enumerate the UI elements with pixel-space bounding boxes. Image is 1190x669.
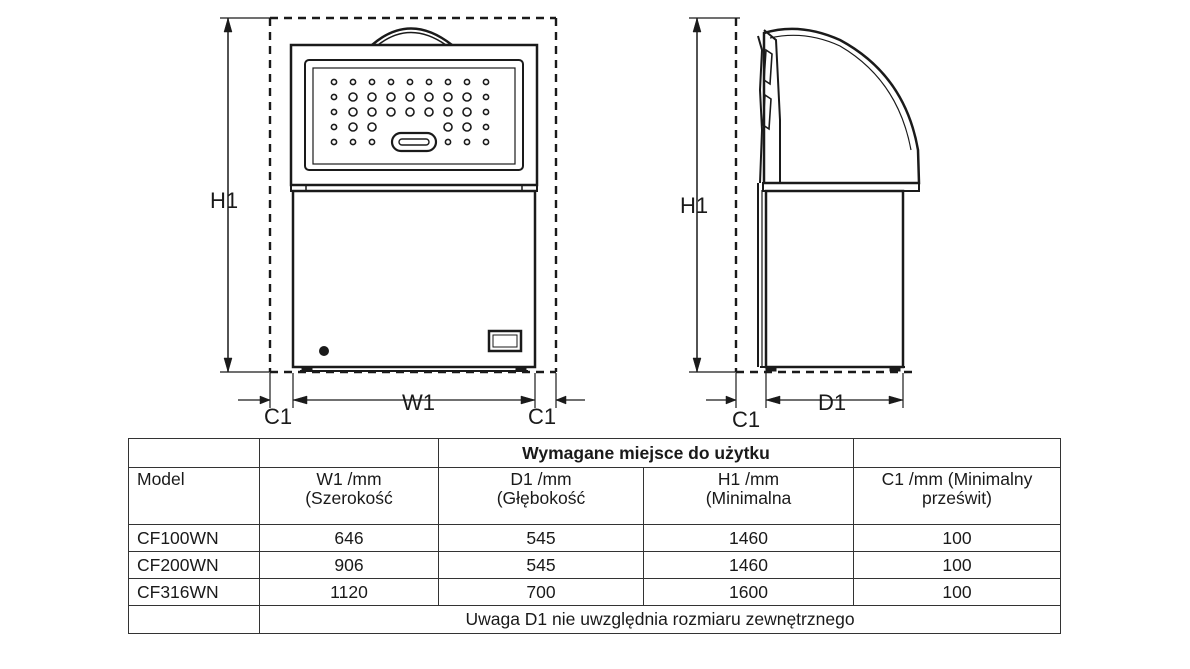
header-h1: H1 /mm(Minimalna [643, 467, 854, 525]
lid-dot [424, 92, 434, 102]
header-c1: C1 /mm (Minimalny prześwit) [853, 467, 1061, 525]
lid-dot [386, 92, 396, 102]
side-h1-label: H1 [680, 193, 708, 218]
header-model: Model [128, 467, 260, 525]
lid-dot [367, 107, 377, 117]
lid-dot [368, 78, 376, 86]
front-c1-right-label: C1 [528, 404, 556, 429]
cell-h1: 1600 [643, 578, 854, 606]
table-header-row: Model W1 /mm(Szerokość D1 /mm(Głębokość … [128, 467, 1061, 525]
lid-dot [462, 92, 472, 102]
lid-dot [443, 92, 453, 102]
lid-dot [424, 107, 434, 117]
header-w1: W1 /mm(Szerokość [259, 467, 439, 525]
table-title-spacer-right [853, 438, 1061, 468]
cell-w1: 646 [259, 524, 439, 552]
lid-dot [368, 138, 376, 146]
lid-dot [330, 78, 338, 86]
table-note: Uwaga D1 nie uwzględnia rozmiaru zewnętr… [259, 605, 1061, 634]
lid-dot [463, 138, 471, 146]
front-h1-label: H1 [210, 188, 238, 213]
indicator-light [319, 346, 329, 356]
lid-dot [482, 78, 490, 86]
open-lid [762, 27, 921, 185]
table-title-spacer [259, 438, 439, 468]
lid-dot [330, 108, 338, 116]
space-requirements-table: Wymagane miejsce do użytku Model W1 /mm(… [128, 438, 1061, 634]
cell-d1: 545 [438, 524, 644, 552]
header-d1: D1 /mm(Głębokość [438, 467, 644, 525]
front-view [220, 16, 585, 408]
cell-h1: 1460 [643, 524, 854, 552]
lid-dot [367, 92, 377, 102]
lid-dot-pattern [330, 78, 490, 146]
lid-dot [444, 138, 452, 146]
cell-d1: 700 [438, 578, 644, 606]
lid-dot [482, 138, 490, 146]
table-row: CF200WN 906 545 1460 100 [128, 551, 1061, 579]
cell-c1: 100 [853, 578, 1061, 606]
lid-dot [405, 92, 415, 102]
lid-dot [387, 78, 395, 86]
note-spacer [128, 605, 260, 634]
front-clearance-outline [268, 16, 558, 374]
lid-dot [462, 122, 472, 132]
front-w1-label: W1 [402, 390, 435, 415]
freezer-dimension-drawing: H1 W1 C1 C1 [210, 16, 921, 432]
cell-model: CF316WN [128, 578, 260, 606]
cabinet-body [291, 189, 537, 369]
lid-dot [444, 78, 452, 86]
lid-dot [425, 78, 433, 86]
lid-dot [482, 108, 490, 116]
lid-dot [406, 78, 414, 86]
lid-slot [390, 131, 438, 153]
lid-dot [348, 122, 358, 132]
table-title-row: Wymagane miejsce do użytku [128, 438, 1061, 468]
lid-dot [443, 122, 453, 132]
cell-d1: 545 [438, 551, 644, 579]
lid-dot [348, 107, 358, 117]
side-cabinet [764, 189, 905, 369]
table-corner-cell [128, 438, 260, 468]
table-row: CF100WN 646 545 1460 100 [128, 524, 1061, 552]
lid-handle [371, 27, 453, 46]
table-row: CF316WN 1120 700 1600 100 [128, 578, 1061, 606]
cell-model: CF200WN [128, 551, 260, 579]
side-c1-label: C1 [732, 407, 760, 432]
lid-dot [330, 138, 338, 146]
cell-c1: 100 [853, 551, 1061, 579]
lid-dot [330, 93, 338, 101]
cell-w1: 1120 [259, 578, 439, 606]
side-d1-label: D1 [818, 390, 846, 415]
lid-dot [367, 122, 377, 132]
lid-dot [349, 138, 357, 146]
cell-c1: 100 [853, 524, 1061, 552]
cell-h1: 1460 [643, 551, 854, 579]
lid-dot [462, 107, 472, 117]
lid-dot [482, 123, 490, 131]
table-title: Wymagane miejsce do użytku [438, 438, 854, 468]
table-note-row: Uwaga D1 nie uwzględnia rozmiaru zewnętr… [128, 605, 1061, 634]
lid-dot [348, 92, 358, 102]
front-c1-left-label: C1 [264, 404, 292, 429]
lid-dot [405, 107, 415, 117]
lid-dot [386, 107, 396, 117]
lid-dot [482, 93, 490, 101]
side-view [689, 17, 921, 408]
cell-model: CF100WN [128, 524, 260, 552]
control-panel [487, 329, 523, 353]
lid-dot [443, 107, 453, 117]
lid-inner [304, 59, 524, 171]
cell-w1: 906 [259, 551, 439, 579]
lid-dot [349, 78, 357, 86]
lid-dot [330, 123, 338, 131]
lid-dot [463, 78, 471, 86]
